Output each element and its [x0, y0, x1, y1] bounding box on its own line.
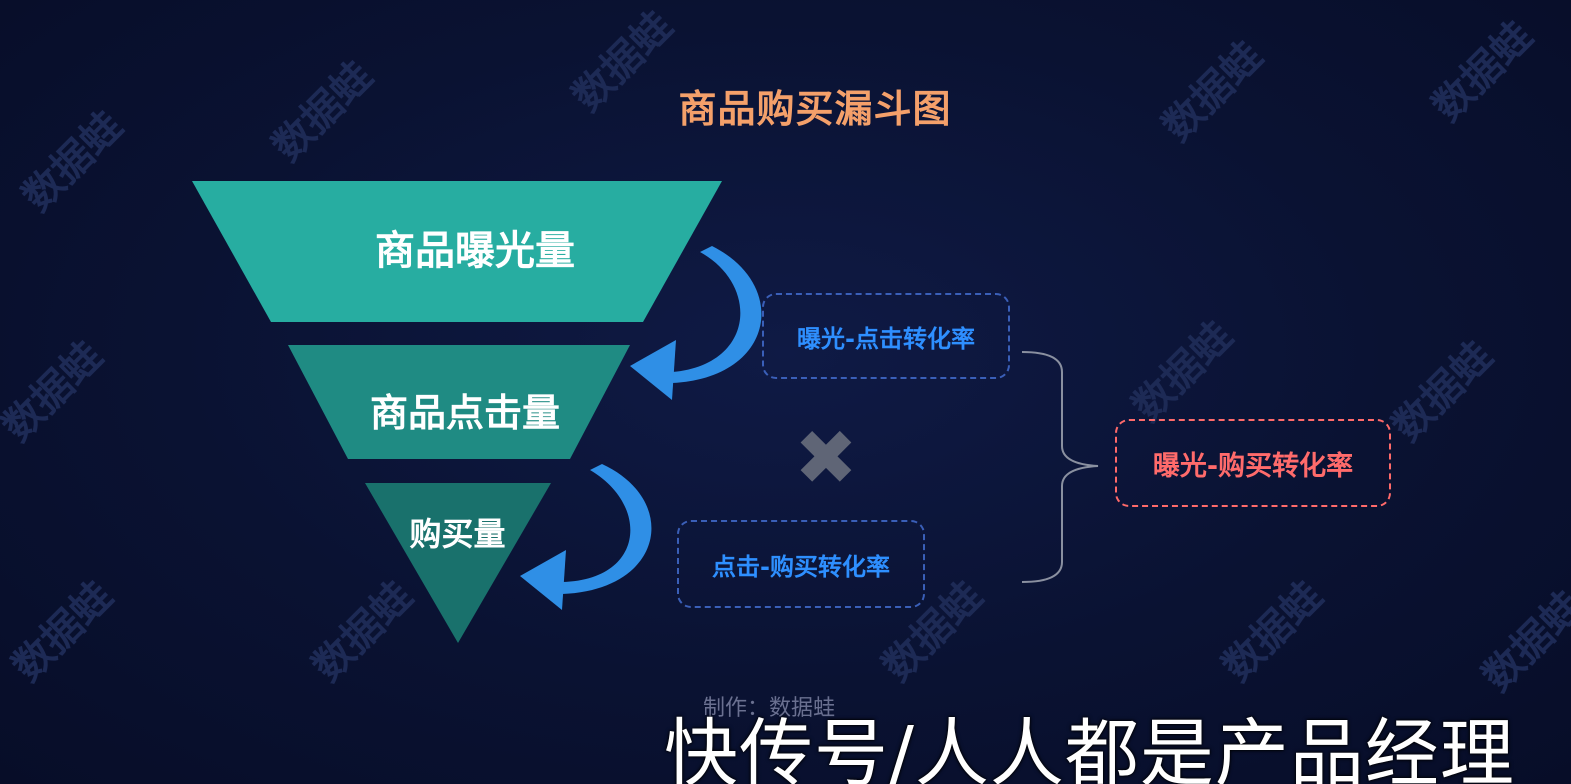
diagram-title: 商品购买漏斗图	[678, 87, 952, 131]
funnel-stage-exposure	[192, 181, 722, 322]
curved-arrow-icon	[630, 246, 762, 400]
curved-arrow-icon	[520, 464, 652, 610]
funnel-label-click: 商品点击量	[369, 391, 560, 435]
footer-watermark-text: 快传号/人人都是产品经理	[664, 711, 1515, 784]
funnel-label-exposure: 商品曝光量	[375, 228, 575, 274]
bracket-icon	[1021, 351, 1099, 583]
multiply-icon: ✖	[794, 413, 858, 502]
rate-box-click-purchase: 点击-购买转化率	[677, 520, 925, 608]
funnel-label-purchase: 购买量	[409, 515, 506, 553]
rate-box-exposure-purchase: 曝光-购买转化率	[1115, 419, 1391, 507]
funnel-stage-click	[288, 345, 630, 459]
credit-text: 制作：数据蛙	[703, 696, 836, 721]
funnel-stage-purchase	[365, 483, 551, 643]
rate-box-exposure-click: 曝光-点击转化率	[762, 293, 1010, 379]
